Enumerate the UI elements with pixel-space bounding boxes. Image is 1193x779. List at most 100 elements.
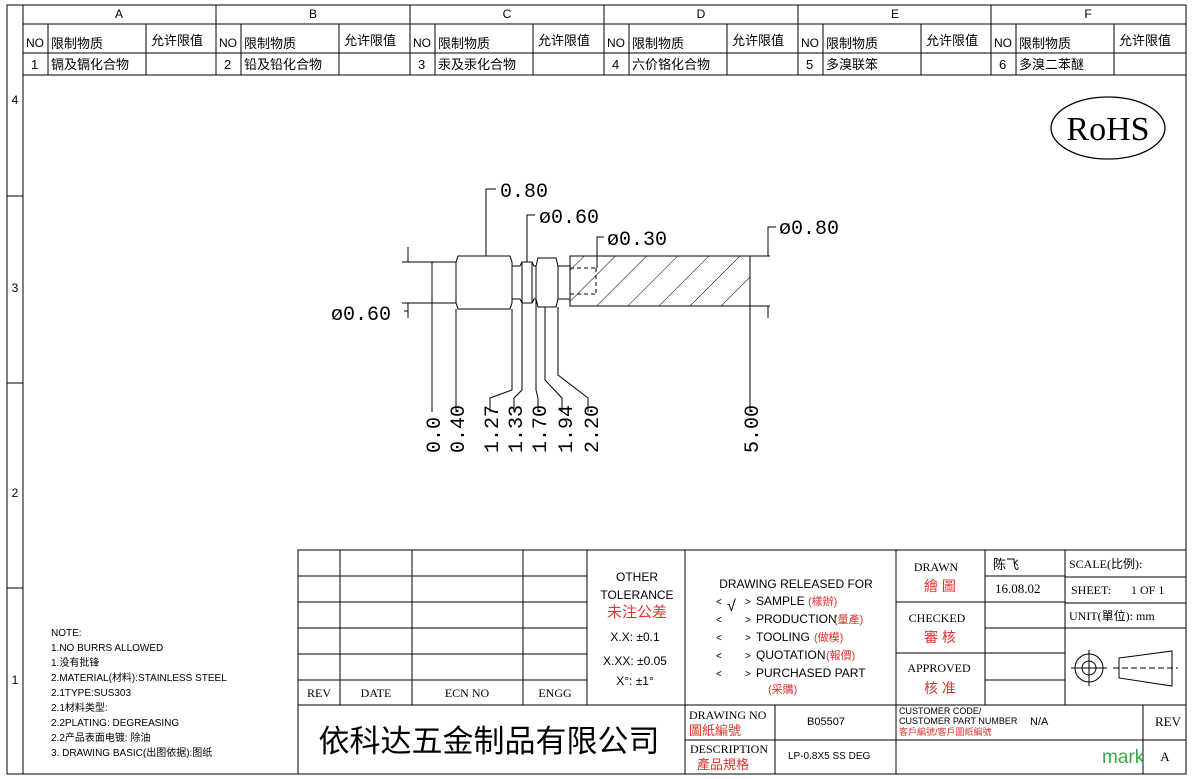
substance-limit-header: 允许限值 (151, 33, 203, 48)
substance-name: 多溴二苯醚 (1019, 57, 1084, 72)
zone-col-d: D (697, 7, 706, 21)
release-item-label-cn: (量產) (834, 612, 863, 626)
date-header: DATE (361, 686, 392, 700)
substance-no: 5 (806, 57, 813, 72)
drawn-date: 16.08.02 (995, 581, 1041, 596)
release-check-icon: √ (727, 598, 736, 615)
release-bracket-close: > (745, 633, 751, 644)
substance-limit-header: 允许限值 (538, 33, 590, 48)
part-collar (535, 257, 559, 308)
release-bracket-open: < (716, 597, 722, 608)
approvals-block: DRAWN 繪 圖 陈飞 16.08.02 CHECKED 審 核 APPROV… (907, 557, 1040, 696)
part-head (455, 255, 513, 310)
release-item: <>QUOTATION(報價) (716, 648, 855, 662)
note-line: 1.NO BURRS ALLOWED (51, 643, 163, 654)
substance-limit-header: 允许限值 (1119, 33, 1171, 48)
ordinate-label: 0.40 (448, 405, 471, 453)
rohs-text: RoHS (1066, 111, 1149, 148)
release-item: < > SAMPLE(樣辦) (716, 594, 837, 608)
rev-value: A (1160, 749, 1170, 764)
substance-no-header: NO (26, 36, 44, 50)
rev-header: REV (307, 686, 331, 700)
substance-limit-header: 允许限值 (732, 33, 784, 48)
note-line: 2.MATERIAL(材料):STAINLESS STEEL (51, 671, 227, 684)
ordinate-label: 1.27 (482, 405, 505, 453)
release-item-label-cn: (采購) (768, 682, 797, 696)
dim-tip-dia: ø0.60 (331, 304, 391, 327)
release-item-label: PRODUCTION (756, 612, 837, 626)
zone-labels: A B C D E F 4 3 2 1 (12, 7, 1092, 687)
release-item-label-cn: (做模) (814, 630, 843, 644)
dim-groove-dia: ø0.30 (607, 229, 667, 252)
dimension-texts: 0.80 ø0.60 ø0.30 ø0.80 ø0.60 (331, 181, 839, 327)
substance-name-header: 限制物质 (1019, 36, 1071, 51)
substance-name: 铅及铅化合物 (244, 57, 322, 72)
drawing-no-value: B05507 (807, 716, 845, 728)
substance-name-header: 限制物质 (438, 36, 490, 51)
release-bracket-open: < (716, 615, 722, 626)
sheet-label: SHEET: (1071, 583, 1111, 597)
substance-name-header: 限制物质 (51, 36, 103, 51)
tolerance-xx: X.X: ±0.1 (610, 630, 660, 644)
substance-name: 多溴联笨 (826, 57, 878, 72)
part-body-section (569, 255, 751, 307)
substance-group: NO 限制物质 允许限值 4 六价铬化合物 (603, 24, 784, 75)
zone-col-f: F (1084, 7, 1091, 21)
dim-neck-dia: ø0.60 (539, 207, 599, 230)
release-item-label: PURCHASED PART (756, 666, 866, 680)
dimension-lines (402, 188, 776, 412)
engg-header: ENGG (538, 686, 572, 700)
drawn-label: DRAWN (914, 560, 959, 574)
company-name: 依科达五金制品有限公司 (319, 724, 660, 759)
drawing-no-label: DRAWING NO (689, 708, 767, 722)
release-item-label: QUOTATION (756, 648, 826, 662)
substance-no: 4 (612, 57, 619, 72)
approved-label-cn: 核 准 (924, 680, 956, 696)
drawing-frame (6, 4, 1187, 775)
approved-label: APPROVED (907, 661, 971, 675)
scale-block: SCALE(比例): SHEET: 1 OF 1 UNIT(單位): mm (1069, 557, 1164, 623)
zone-row-2: 2 (12, 486, 19, 500)
substance-name-header: 限制物质 (826, 36, 878, 51)
zone-col-c: C (503, 7, 512, 21)
ordinate-label: 1.70 (530, 405, 553, 453)
zone-col-a: A (115, 7, 123, 21)
substance-name-header: 限制物质 (632, 36, 684, 51)
substance-limit-header: 允许限值 (344, 33, 396, 48)
customer-value: N/A (1030, 716, 1049, 728)
unit-label: UNIT(單位): mm (1069, 608, 1155, 623)
note-line: 3. DRAWING BASIC(出图依据):图纸 (51, 746, 212, 759)
substance-no: 3 (418, 57, 425, 72)
ordinate-label: 1.94 (556, 405, 579, 453)
substance-no-header: NO (413, 36, 431, 50)
substance-name-header: 限制物质 (244, 36, 296, 51)
release-bracket-close: > (745, 597, 751, 608)
release-item-label: SAMPLE (756, 594, 805, 608)
substance-no-header: NO (219, 36, 237, 50)
substance-no-header: NO (607, 36, 625, 50)
tolerance-block: OTHER TOLERANCE 未注公差 X.X: ±0.1 X.XX: ±0.… (600, 570, 673, 688)
ordinate-label: 2.20 (582, 405, 605, 453)
substance-no: 2 (224, 57, 231, 72)
release-bracket-close: > (745, 651, 751, 662)
substance-group: NO 限制物质 允许限值 2 铅及铅化合物 (215, 24, 396, 75)
substance-no: 6 (999, 57, 1006, 72)
release-item: <>PRODUCTION(量產) (716, 612, 863, 626)
tolerance-title-1: OTHER (616, 570, 658, 584)
sheet-value: 1 OF 1 (1131, 583, 1164, 597)
release-item-label-cn: (樣辦) (808, 594, 837, 608)
dim-body-dia: ø0.80 (779, 218, 839, 241)
ordinate-label: 1.33 (506, 405, 529, 453)
substance-no: 1 (31, 57, 38, 72)
note-line: 2.1材料类型: (51, 701, 108, 714)
watermark-text: mark (1102, 747, 1145, 768)
note-line: 1.没有批锋 (51, 656, 99, 669)
description-label-cn: 產品規格 (697, 757, 749, 772)
checked-label: CHECKED (909, 611, 966, 625)
zone-col-b: B (309, 7, 317, 21)
substance-name: 镉及镉化合物 (51, 57, 129, 72)
zone-col-e: E (891, 7, 899, 21)
substance-name: 六价铬化合物 (632, 57, 710, 72)
